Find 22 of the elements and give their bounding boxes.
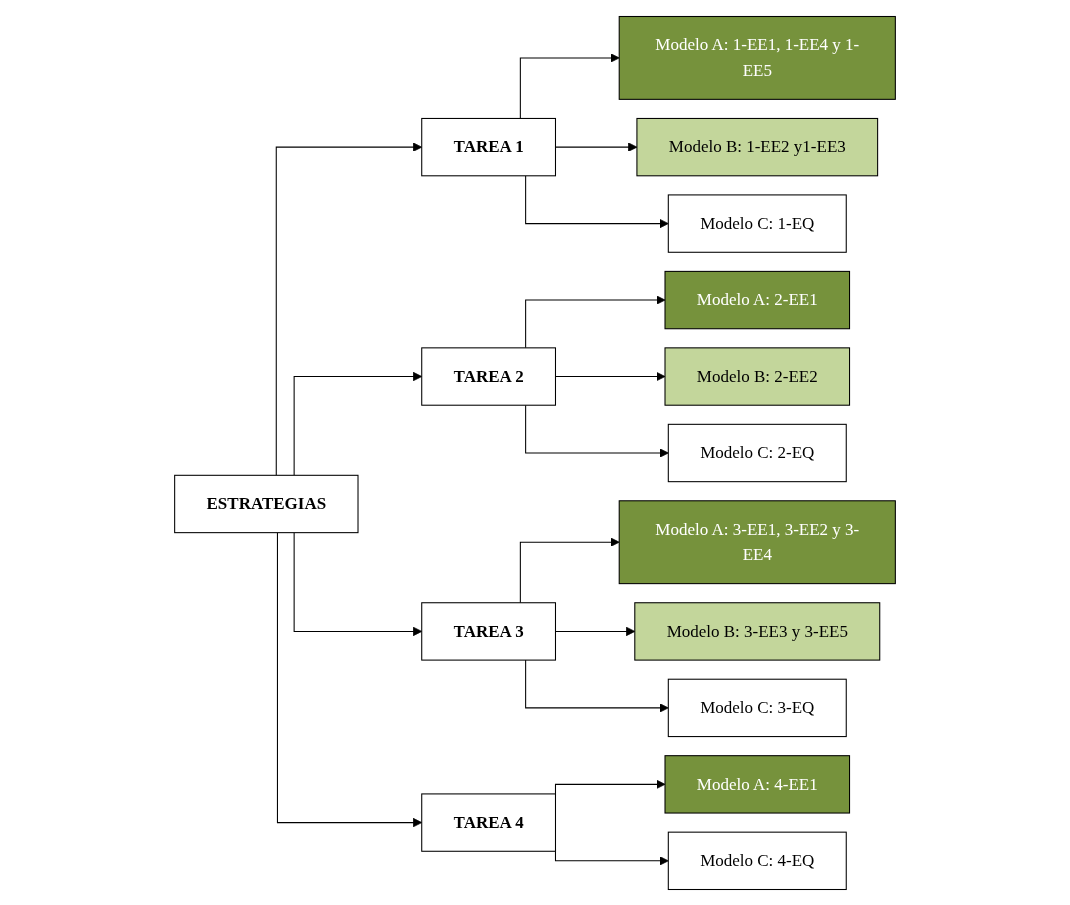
node-box: Modelo B: 2-EE2 xyxy=(664,346,851,406)
node-box: Modelo C: 2-EQ xyxy=(667,423,847,482)
node-box: Modelo C: 3-EQ xyxy=(667,678,847,737)
node-box: Modelo C: 4-EQ xyxy=(667,831,847,890)
node-box: TAREA 3 xyxy=(421,601,556,661)
node-box: Modelo B: 1-EE2 y1-EE3 xyxy=(636,117,879,176)
node-box: Modelo A: 3-EE1, 3-EE2 y 3-EE4 xyxy=(618,499,896,584)
arrow xyxy=(525,294,666,348)
arrow xyxy=(519,537,620,603)
arrow xyxy=(525,404,669,458)
node-box: TAREA 2 xyxy=(421,346,556,406)
arrow xyxy=(525,174,669,228)
node-box: Modelo A: 1-EE1, 1-EE4 y 1-EE5 xyxy=(618,15,896,100)
node-box: Modelo A: 4-EE1 xyxy=(664,754,851,814)
node-box: Modelo C: 1-EQ xyxy=(667,193,847,253)
node-box: Modelo B: 3-EE3 y 3-EE5 xyxy=(634,601,881,661)
node-box: Modelo A: 2-EE1 xyxy=(664,270,851,329)
arrow xyxy=(525,659,669,713)
arrow xyxy=(519,52,620,119)
node-box: TAREA 1 xyxy=(421,117,556,176)
node-box: TAREA 4 xyxy=(421,792,556,852)
node-box: ESTRATEGIAS xyxy=(174,474,359,533)
